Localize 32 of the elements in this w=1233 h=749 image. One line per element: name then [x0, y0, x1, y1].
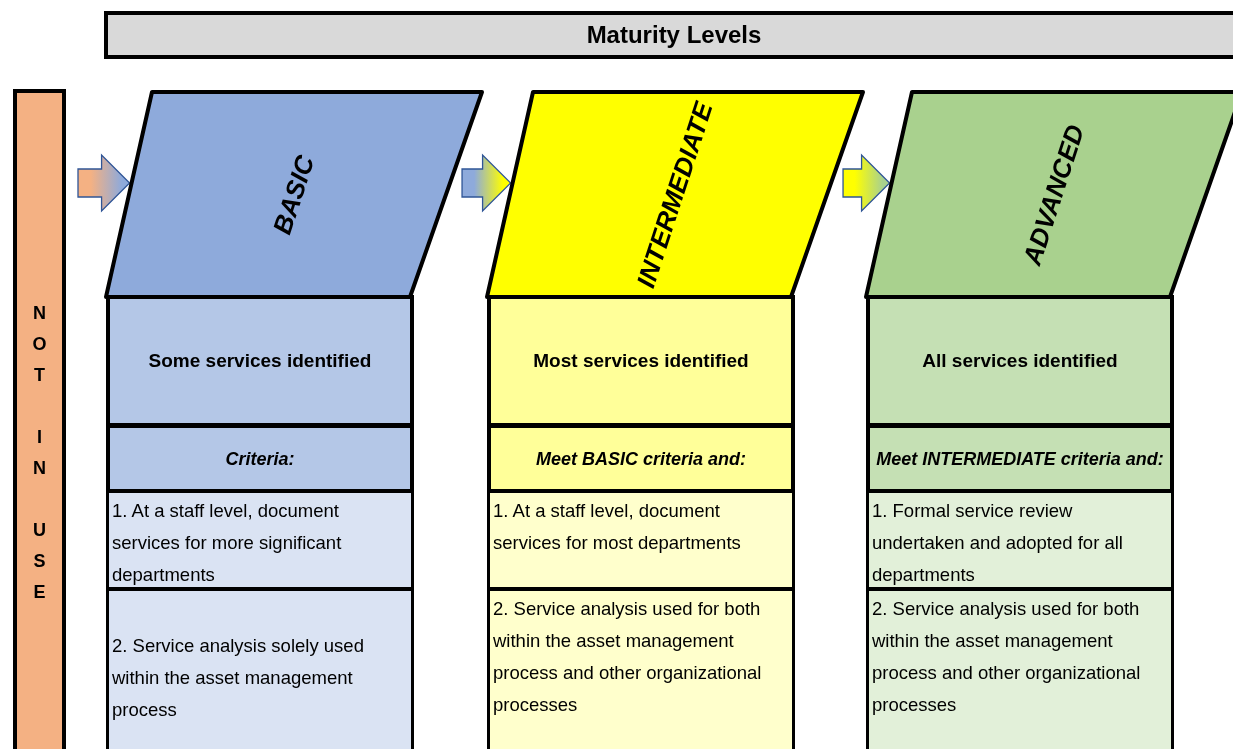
vertical-label: NOT IN USE — [32, 302, 47, 604]
table-cell — [487, 588, 795, 749]
table-cell — [866, 588, 1174, 749]
cell-text: 2. Service analysis used for both within the asset management process and other organizational processes — [493, 597, 763, 717]
table-cell — [106, 588, 414, 749]
title-band — [104, 11, 1233, 59]
table-cell — [487, 490, 795, 590]
status-bar — [13, 89, 66, 749]
table-cell — [487, 424, 795, 493]
cell-text: 1. Formal service review undertaken and adopted for all departments — [872, 499, 1124, 587]
cell-text: 2. Service analysis solely used within the asset management process — [112, 634, 365, 722]
cell-text: Criteria: — [225, 447, 295, 471]
block-arrow — [842, 153, 891, 213]
table-cell — [487, 295, 795, 427]
table-cell — [866, 490, 1174, 590]
block-arrow — [77, 153, 131, 213]
table-cell — [106, 295, 414, 427]
cell-text: 1. At a staff level, document services for most departments — [493, 499, 742, 555]
table-cell — [866, 424, 1174, 493]
table-cell — [106, 424, 414, 493]
cell-text: Some services identified — [148, 349, 372, 373]
table-cell — [866, 295, 1174, 427]
cell-text: Meet INTERMEDIATE criteria and: — [876, 447, 1164, 471]
cell-text: Most services identified — [533, 349, 749, 373]
cell-text: 2. Service analysis used for both within the asset management process and other organizational processes — [872, 597, 1142, 717]
band-title: Maturity Levels — [586, 21, 762, 49]
level-label: BASIC — [266, 151, 322, 238]
cell-text: Meet BASIC criteria and: — [535, 447, 747, 471]
cell-text: All services identified — [922, 349, 1118, 373]
block-arrow — [461, 153, 512, 213]
cell-text: 1. At a staff level, document services for more significant departments — [112, 499, 343, 587]
table-cell — [106, 490, 414, 590]
